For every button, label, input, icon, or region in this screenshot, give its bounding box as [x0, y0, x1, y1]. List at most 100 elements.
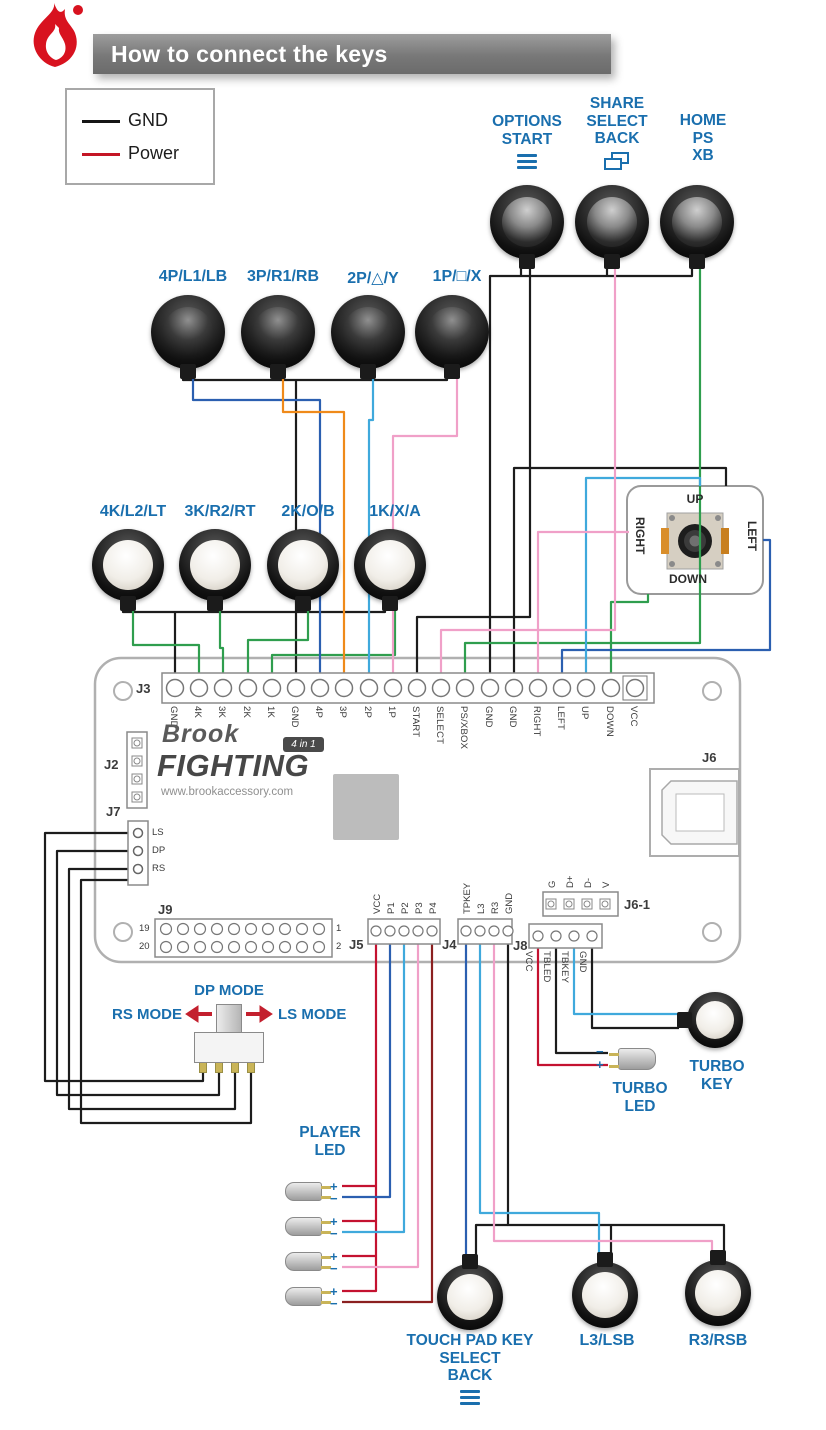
j3-pin-label: START	[410, 706, 421, 738]
j8-pin-label: TBLED	[541, 951, 552, 983]
mode-switch-leg	[215, 1062, 223, 1073]
options-label: OPTIONS START	[492, 113, 562, 148]
player-led-line1: PLAYER	[299, 1124, 361, 1141]
j3-pin-label: 1K	[265, 706, 276, 719]
l3-cap	[582, 1272, 628, 1318]
player-led-label: PLAYER LED	[299, 1124, 360, 1159]
j3-pin-label: SELECT	[434, 706, 445, 745]
j9-pin2: 2	[336, 941, 342, 952]
kick-3k-label: 3K/R2/RT	[184, 503, 256, 520]
j4-header	[457, 918, 514, 945]
mode-arrows	[185, 1005, 273, 1023]
player-led-4	[285, 1287, 331, 1306]
player-led-1-lead-plus	[321, 1186, 331, 1189]
j5-label: J5	[349, 937, 364, 952]
j4-pin-label: L3	[476, 903, 487, 914]
turbo-key-button	[677, 992, 743, 1048]
touchpad-terminal	[462, 1254, 478, 1269]
touchpad-button	[437, 1254, 503, 1330]
punch-1p-label: 1P/□/X	[432, 268, 482, 285]
wire-joystick-gnd	[512, 466, 728, 680]
turbo-led	[609, 1048, 656, 1070]
mode-switch-knob	[216, 1004, 242, 1033]
turbo-key-terminal	[677, 1012, 692, 1028]
j3-pin-label: 3K	[216, 706, 227, 719]
j4-pin-label: R3	[490, 901, 501, 914]
punch-3p-cap	[253, 307, 303, 357]
player-led-3-minus: −	[330, 1261, 338, 1276]
wire-start	[415, 262, 532, 680]
pink-wires	[342, 262, 714, 1269]
j4-pin-label: TPKEY	[462, 882, 473, 914]
kick-4k-cap	[103, 540, 153, 590]
options-button-cap	[502, 197, 552, 247]
player-led-1-minus: −	[330, 1191, 338, 1206]
punch-1p-button	[415, 295, 489, 379]
wire-tbkey	[572, 947, 679, 1016]
j3-pin-label: 3P	[337, 706, 348, 719]
share-button-terminal	[604, 254, 620, 269]
turbo-led-line1: TURBO	[612, 1080, 668, 1097]
turbo-led-line2: LED	[624, 1097, 656, 1115]
j5-pin-label: P2	[400, 902, 411, 914]
j6-1-pin-label: G	[547, 880, 558, 888]
wire-1p	[391, 364, 459, 680]
wire-bottom-gnd-chain	[506, 944, 726, 1258]
fourinone-badge: 4 in 1	[283, 737, 324, 752]
page-title: How to connect the keys	[93, 34, 611, 74]
touchpad-line3: BACK	[447, 1367, 493, 1384]
orange-wires	[281, 364, 346, 680]
j5-pin-label: P4	[428, 902, 439, 914]
gnd-wires	[43, 262, 728, 1262]
wire-3k	[218, 596, 225, 680]
kick-1k-button	[354, 529, 426, 611]
share-line2: SELECT	[586, 112, 648, 130]
wire-2p	[367, 364, 375, 680]
joystick-left-label: LEFT	[745, 521, 759, 551]
player-led-4-lead-minus	[321, 1301, 331, 1304]
punch-3p-label: 3P/R1/RB	[246, 268, 320, 285]
kick-1k-cap	[365, 540, 415, 590]
l3-button	[572, 1252, 638, 1328]
j8-header	[528, 923, 603, 949]
j3-pin-label: PS/XBOX	[458, 706, 469, 750]
j3-pin-label: GND	[483, 706, 494, 728]
wire-j7-ls	[43, 831, 205, 1083]
j3-pin-label: 2P	[362, 706, 373, 719]
legend-power-label: Power	[128, 143, 180, 163]
punch-3p-button	[241, 295, 315, 379]
j3-pin-label: DOWN	[604, 706, 615, 737]
mode-switch-body	[194, 1032, 264, 1063]
kick-2k-terminal	[295, 596, 311, 611]
home-button-terminal	[689, 254, 705, 269]
player-led-2-plus: +	[330, 1214, 338, 1229]
j6-1-label: J6-1	[624, 897, 651, 912]
j9-pin19: 19	[139, 923, 150, 934]
wire-bottom-gnd-touchpad	[474, 1223, 508, 1262]
darkred-wires	[342, 944, 434, 1304]
l3-terminal	[597, 1252, 613, 1267]
share-line3: BACK	[594, 130, 640, 147]
legend-box: GND Power	[65, 88, 215, 185]
player-led-2	[285, 1217, 331, 1236]
j9-header	[154, 918, 333, 958]
home-line3: XB	[692, 147, 714, 164]
player-led-4-plus: +	[330, 1284, 338, 1299]
wire-p3	[342, 944, 420, 1269]
kick-2k-button	[267, 529, 339, 611]
wire-kick-gnd-chain	[121, 596, 387, 614]
j3-pin-label: 2K	[241, 706, 252, 719]
share-label: SHARE SELECT BACK	[586, 95, 647, 148]
punch-4p-terminal	[180, 364, 196, 379]
j7-pin-label: DP	[152, 845, 166, 856]
dp-mode-label: DP MODE	[194, 982, 264, 999]
turbo-led-minus: −	[596, 1044, 604, 1059]
kick-4k-button	[92, 529, 164, 611]
j9-pin20: 20	[139, 941, 150, 952]
ls-arrow-head	[259, 1005, 273, 1023]
j8-pin-label: GND	[577, 951, 588, 973]
touchpad-cap	[447, 1274, 493, 1320]
wire-2k	[246, 596, 310, 680]
